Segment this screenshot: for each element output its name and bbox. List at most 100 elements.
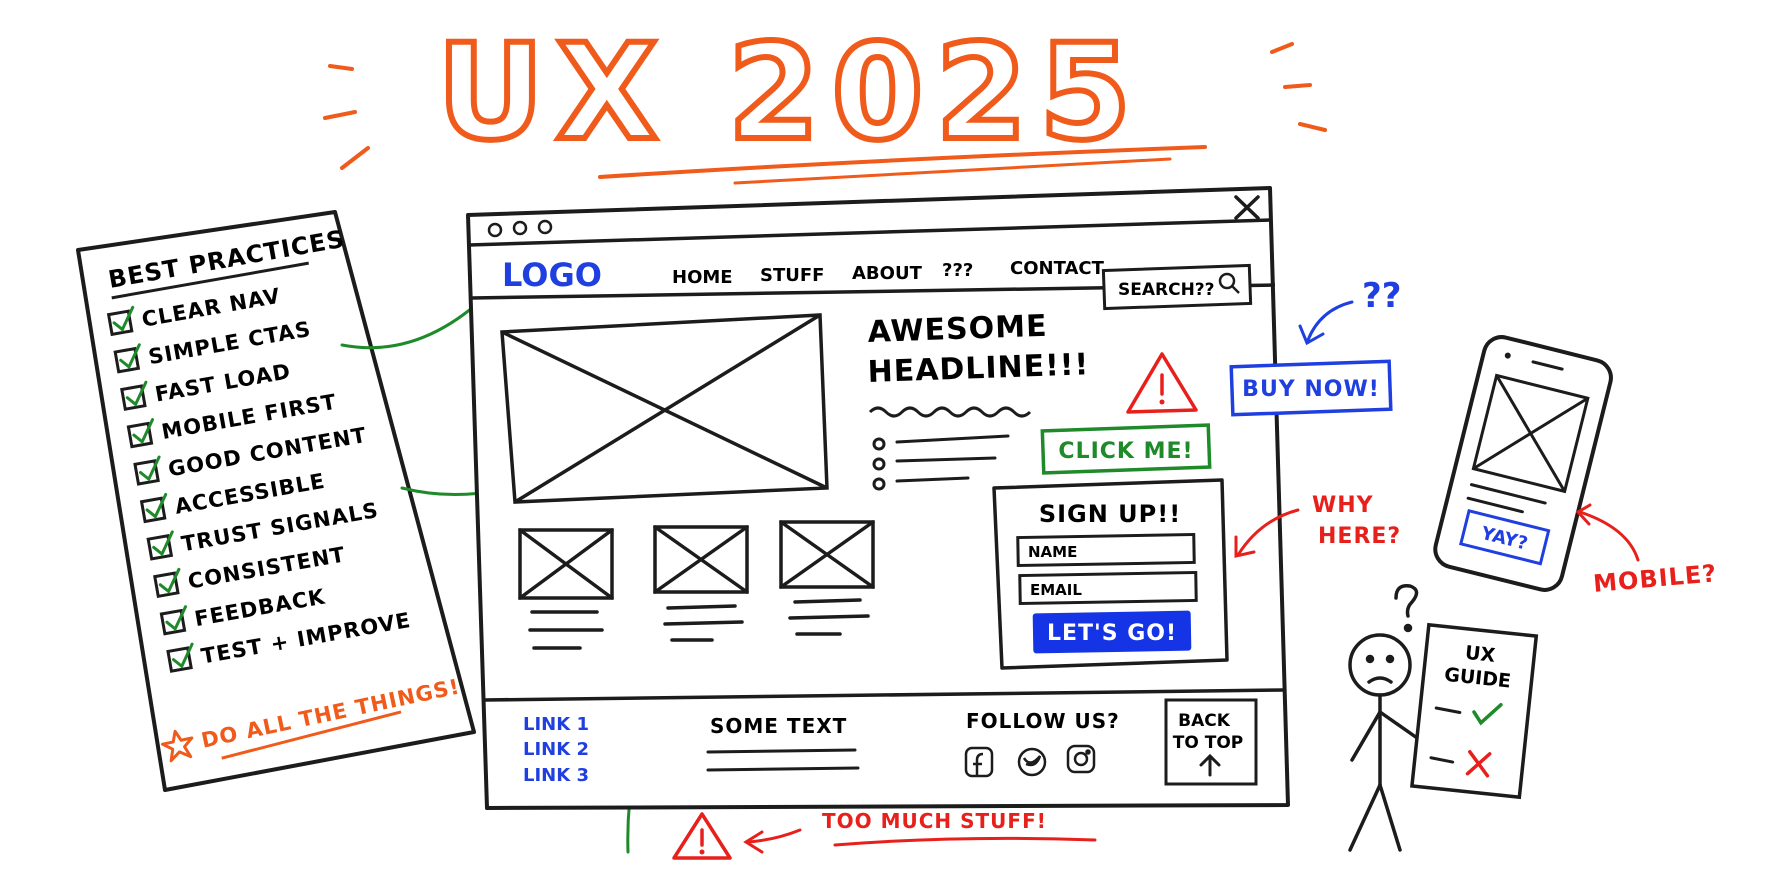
logo[interactable]: LOGO <box>502 256 602 294</box>
warning-icon <box>1126 352 1198 414</box>
title-group: UX 2025 <box>323 13 1327 185</box>
warning-icon-bottom <box>672 812 732 860</box>
back-to-top-line-2: TO TOP <box>1173 733 1243 753</box>
star-icon <box>160 729 194 763</box>
checkbox[interactable] <box>146 533 174 561</box>
footer-divider <box>483 688 1285 702</box>
search-input[interactable]: SEARCH?? <box>1118 280 1215 300</box>
name-placeholder: NAME <box>1028 543 1077 561</box>
head <box>1348 633 1412 697</box>
mobile-arrow <box>1578 510 1640 562</box>
check-icon <box>119 343 141 370</box>
browser-window: LOGO HOME STUFF ABOUT??? CONTACT SEARCH?? A… <box>466 186 1290 810</box>
too-much-stuff-annotation: TOO MUCH STUFF! <box>672 809 1097 860</box>
buy-now-annotation: ?? BUY NOW! <box>1229 276 1401 417</box>
title-underline <box>598 145 1207 179</box>
check-icon <box>112 305 135 332</box>
too-much-arrow-head <box>743 830 764 854</box>
checkbox[interactable] <box>113 346 141 374</box>
search-frame <box>1101 263 1253 311</box>
footer-some-text: SOME TEXT <box>710 714 847 738</box>
click-me-button[interactable]: CLICK ME! <box>1040 423 1212 475</box>
check-icon <box>1472 703 1503 726</box>
nav-link[interactable]: ABOUT <box>852 263 923 284</box>
follow-us: FOLLOW US? <box>966 709 1120 733</box>
buy-now-arrow <box>1306 300 1354 342</box>
back-to-top-button[interactable]: BACK TO TOP <box>1164 698 1258 786</box>
checkbox[interactable] <box>133 459 160 486</box>
nav-link[interactable]: HOME <box>672 267 733 288</box>
footer-links: LINK 1 LINK 2 LINK 3 <box>523 714 589 786</box>
lets-go-label: LET'S GO! <box>1047 621 1177 646</box>
facebook-icon[interactable] <box>964 746 994 778</box>
social-icons <box>964 744 1096 778</box>
lets-go-button[interactable]: LET'S GO! <box>1032 610 1192 654</box>
titlebar-divider <box>468 218 1273 247</box>
thumbnail-grid <box>518 520 875 650</box>
buy-now-label: BUY NOW! <box>1242 377 1380 402</box>
title-sparkles-right <box>1270 42 1327 132</box>
nav-link[interactable]: CONTACT <box>1010 258 1105 279</box>
ux-guide-paper: UX GUIDE <box>1410 622 1539 800</box>
checkbox[interactable] <box>166 646 193 673</box>
signup-form: SIGN UP!! NAME EMAIL LET'S GO! <box>992 478 1229 670</box>
buy-now-arrow-head <box>1298 324 1325 346</box>
close-icon[interactable] <box>1234 195 1260 220</box>
email-placeholder: EMAIL <box>1030 581 1082 599</box>
why-here-annotation: WHY HERE? <box>1234 493 1401 558</box>
page-title: UX 2025 <box>437 16 1143 170</box>
why-here-arrow-head <box>1234 535 1256 558</box>
phone-text-lines <box>1466 483 1547 514</box>
check-icon <box>145 492 168 519</box>
title-sparkles-left <box>323 64 370 170</box>
nav-link[interactable]: ??? <box>942 260 973 281</box>
heading-underline <box>111 261 309 300</box>
stick-figure <box>1348 584 1422 852</box>
headline-line-1: AWESOME <box>867 309 1048 350</box>
why-here-arrow <box>1236 508 1300 557</box>
arrow-up-icon <box>1199 753 1221 777</box>
footer-link-1[interactable]: LINK 1 <box>523 714 589 735</box>
name-field[interactable]: NAME <box>1016 532 1196 568</box>
mobile-label: MOBILE? <box>1592 559 1718 598</box>
too-much-underline <box>833 836 1097 847</box>
footer-text-lines <box>706 748 860 772</box>
email-field[interactable]: EMAIL <box>1018 570 1198 606</box>
check-icon <box>152 530 174 557</box>
checkbox[interactable] <box>120 384 147 411</box>
bullet-list <box>872 434 1010 491</box>
checkbox[interactable] <box>106 309 134 337</box>
headline-squiggle <box>868 406 1032 418</box>
mobile-arrow-head <box>1575 503 1592 526</box>
phone-yay-button[interactable]: YAY? <box>1459 509 1551 566</box>
too-much-arrow <box>746 828 802 844</box>
checkbox[interactable] <box>153 571 180 599</box>
footer-link-3[interactable]: LINK 3 <box>523 765 589 786</box>
mobile-annotation: MOBILE? <box>1575 503 1718 598</box>
check-icon <box>165 605 187 632</box>
phone-image-placeholder <box>1471 373 1590 494</box>
twitter-icon[interactable] <box>1017 747 1047 777</box>
why-here-line-1: WHY <box>1312 493 1374 518</box>
checkbox[interactable] <box>139 496 167 524</box>
back-to-top-line-1: BACK <box>1178 711 1231 731</box>
check-icon <box>125 380 148 407</box>
why-here-line-2: HERE? <box>1318 524 1401 549</box>
check-icon <box>171 642 194 669</box>
title-underline-2 <box>733 157 1172 185</box>
signup-title: SIGN UP!! <box>1039 500 1181 528</box>
check-icon <box>139 455 161 482</box>
checkbox[interactable] <box>159 608 187 636</box>
window-dots <box>487 219 553 238</box>
check-icon <box>132 418 155 445</box>
instagram-icon[interactable] <box>1066 744 1096 774</box>
nav-link[interactable]: STUFF <box>760 265 824 286</box>
footer-link-2[interactable]: LINK 2 <box>523 739 589 760</box>
search-box[interactable]: SEARCH?? <box>1101 263 1253 311</box>
checkbox[interactable] <box>126 421 154 449</box>
search-icon <box>1218 272 1240 294</box>
thumbnail-1 <box>518 528 614 650</box>
card-outline <box>76 210 476 792</box>
buy-now-button[interactable]: BUY NOW! <box>1229 359 1393 417</box>
